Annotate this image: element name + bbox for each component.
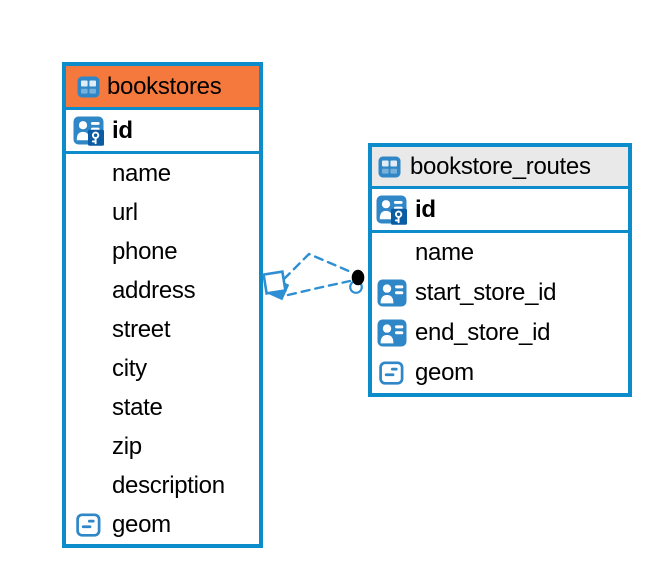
table-bookstore-routes[interactable]: bookstore_routes id name: [368, 143, 632, 397]
column-label: name: [415, 239, 474, 266]
relationship-diamond-marker[interactable]: [262, 270, 290, 301]
table-body: name start_store_id end_store_id: [372, 233, 628, 393]
column-row[interactable]: phone: [66, 232, 259, 271]
table-bookstore-routes-header[interactable]: bookstore_routes: [372, 147, 628, 189]
column-label: address: [112, 276, 196, 304]
column-label: geom: [415, 359, 474, 386]
column-row[interactable]: geom: [372, 353, 628, 393]
column-row[interactable]: state: [66, 388, 259, 427]
column-label: name: [112, 159, 171, 187]
column-row[interactable]: description: [66, 466, 259, 505]
column-row-id[interactable]: id: [66, 110, 259, 154]
column-label: description: [112, 471, 225, 499]
column-row[interactable]: start_store_id: [372, 273, 628, 313]
relationship-dot-marker[interactable]: [349, 269, 365, 294]
primary-key-icon: [72, 116, 105, 146]
table-title: bookstore_routes: [410, 152, 591, 180]
table-icon: [76, 76, 100, 98]
column-row[interactable]: name: [66, 154, 259, 193]
foreign-key-icon: [375, 279, 408, 307]
column-label: zip: [112, 432, 142, 460]
column-row[interactable]: city: [66, 349, 259, 388]
column-row[interactable]: end_store_id: [372, 313, 628, 353]
column-row[interactable]: street: [66, 310, 259, 349]
column-row[interactable]: address: [66, 271, 259, 310]
column-label: start_store_id: [415, 279, 557, 306]
column-label: geom: [112, 510, 171, 538]
foreign-key-icon: [375, 319, 408, 347]
column-label: id: [415, 195, 436, 223]
table-bookstores-header[interactable]: bookstores: [66, 66, 259, 110]
column-row[interactable]: name: [372, 233, 628, 273]
column-label: end_store_id: [415, 319, 551, 346]
column-label: city: [112, 354, 147, 382]
column-label: phone: [112, 237, 178, 265]
table-body: name url phone address street: [66, 154, 259, 544]
column-label: state: [112, 393, 163, 421]
relationship-line[interactable]: [286, 279, 352, 297]
column-row[interactable]: zip: [66, 427, 259, 466]
column-label: url: [112, 198, 138, 226]
table-icon: [375, 156, 403, 178]
primary-key-icon: [375, 195, 408, 225]
column-row[interactable]: geom: [66, 505, 259, 544]
geometry-icon: [72, 512, 105, 537]
column-row[interactable]: url: [66, 193, 259, 232]
column-label: id: [112, 116, 133, 144]
geometry-icon: [375, 361, 408, 385]
column-label: street: [112, 315, 171, 343]
relationship-line[interactable]: [282, 252, 353, 281]
table-bookstores[interactable]: bookstores id name url: [62, 62, 263, 548]
column-row-id[interactable]: id: [372, 189, 628, 233]
table-title: bookstores: [107, 72, 222, 100]
